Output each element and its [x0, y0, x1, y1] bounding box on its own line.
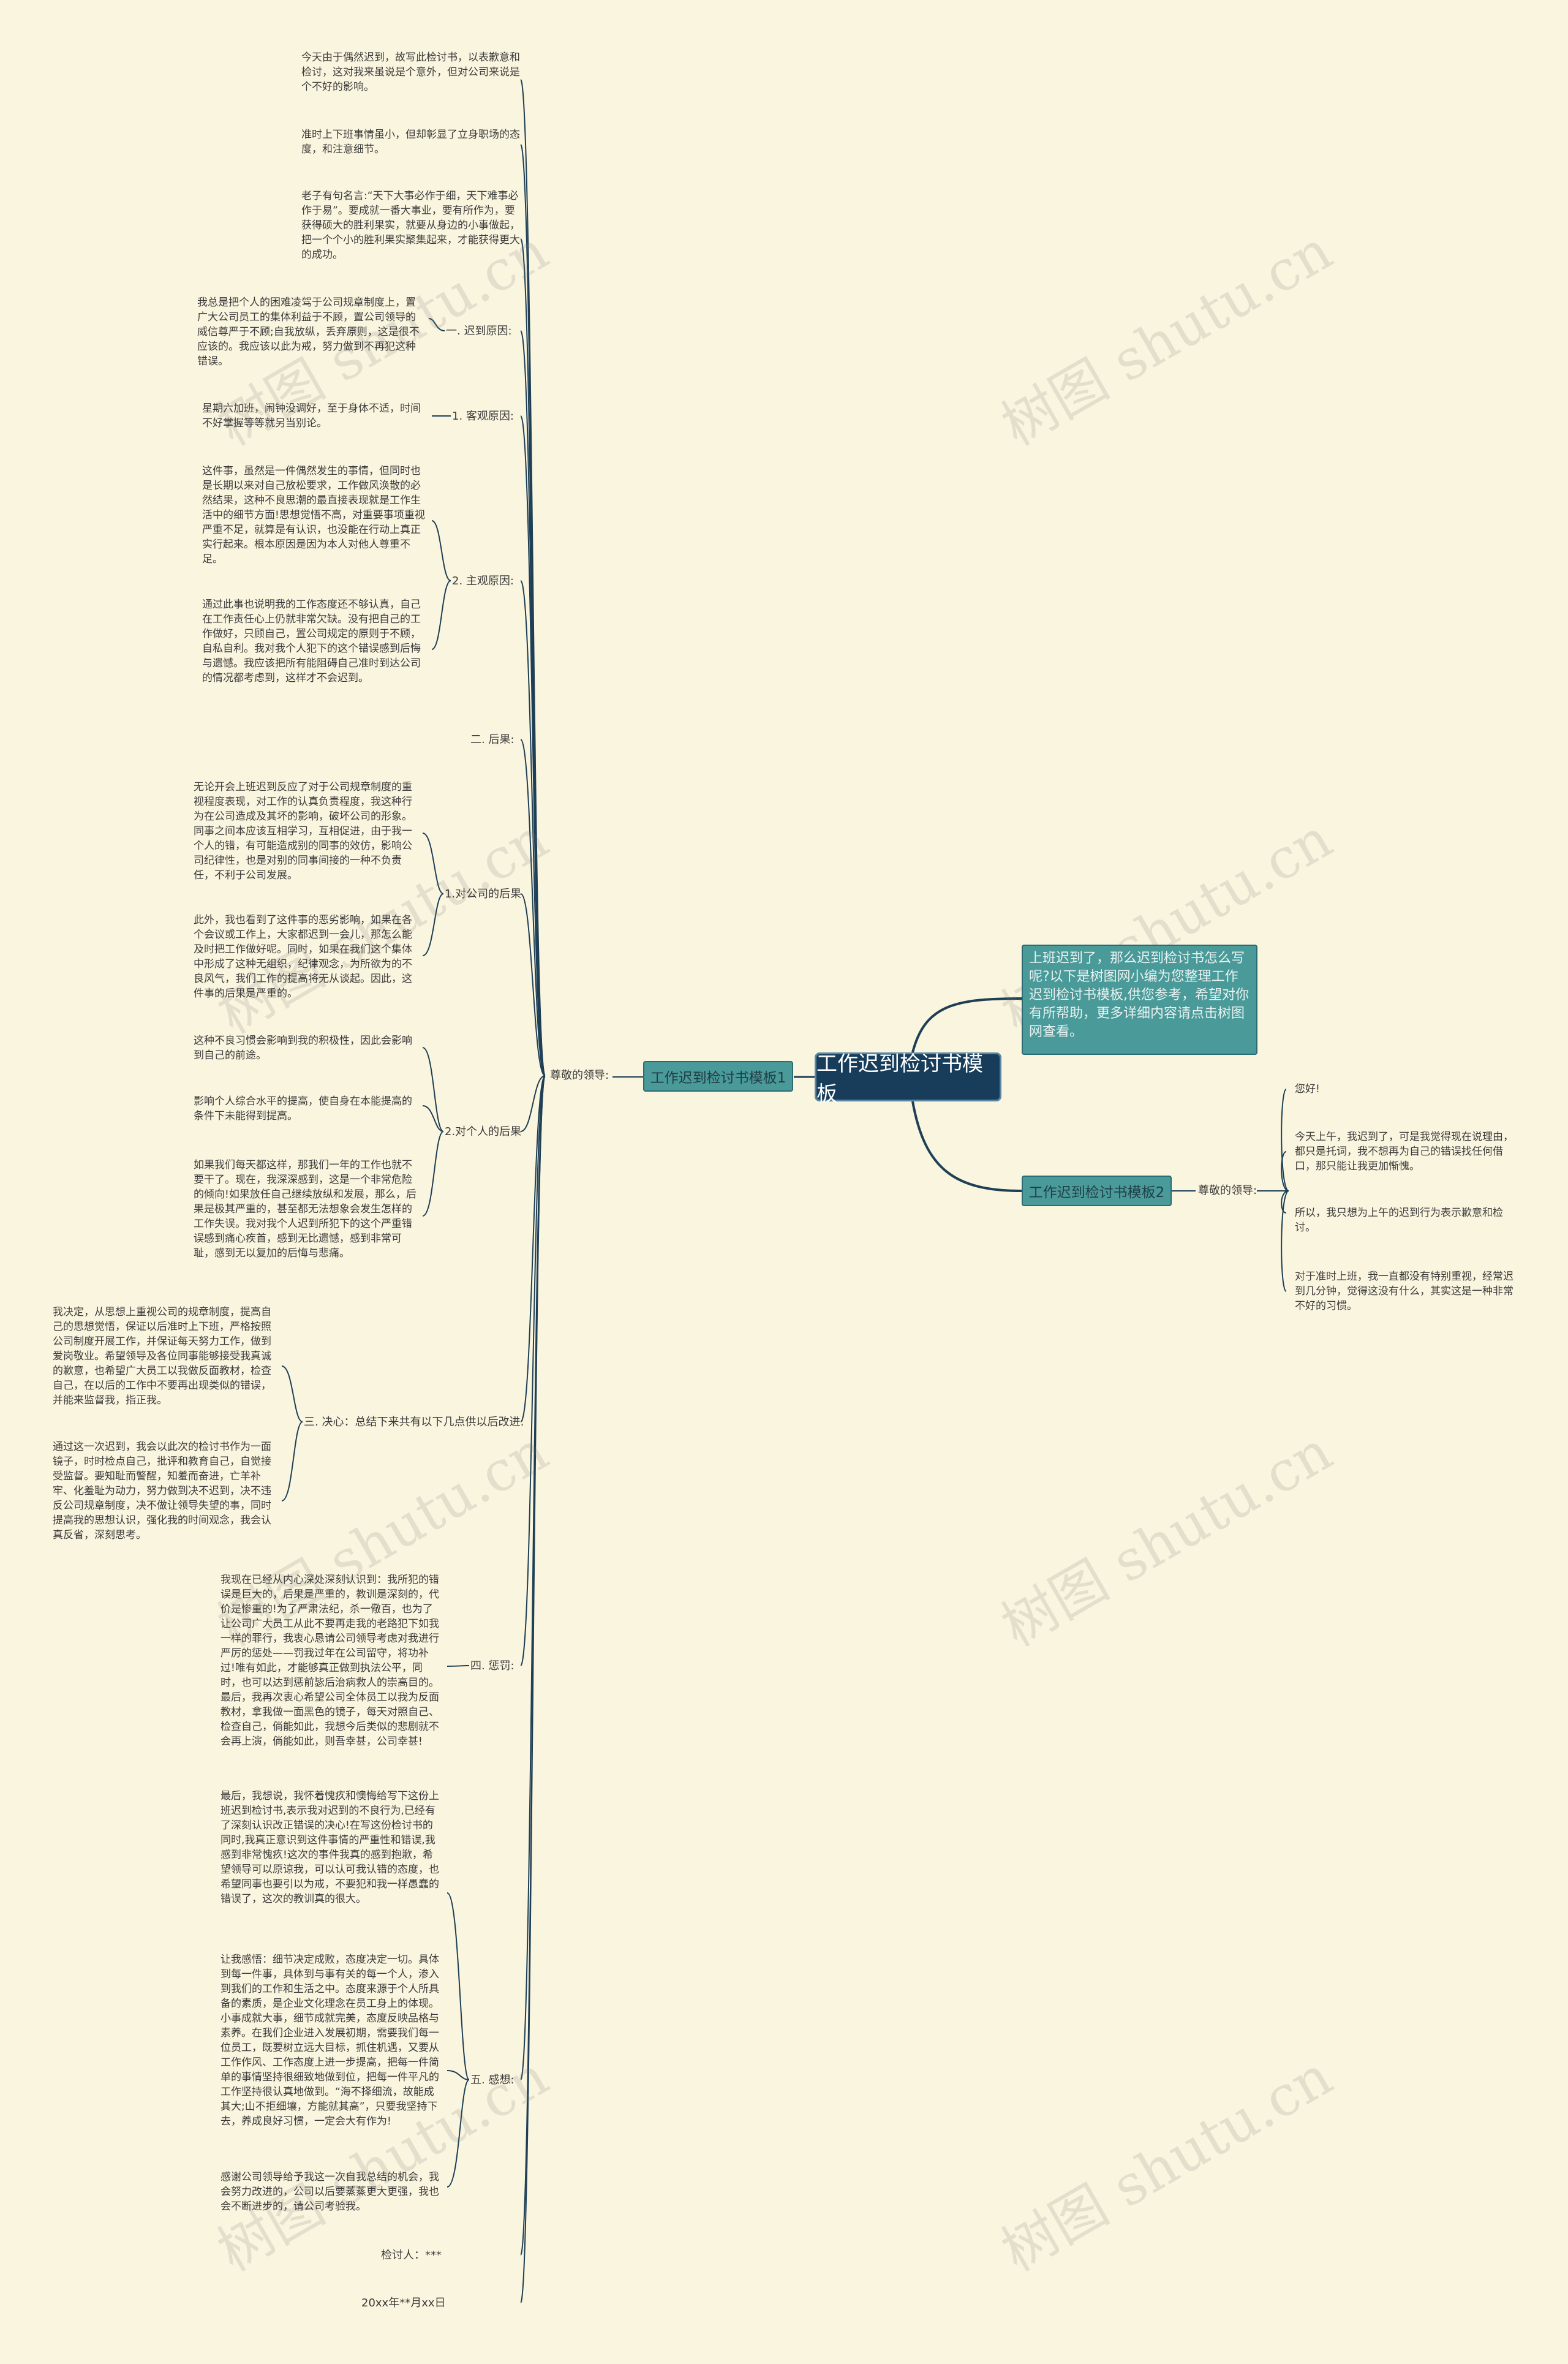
section-label-subjective[interactable]: 2. 主观原因: — [452, 575, 514, 587]
punishment-text: 我现在已经从内心深处深刻认识到：我所犯的错误是巨大的，后果是严重的，教训是深刻的… — [221, 1574, 439, 1748]
reflection-text: 让我感悟：细节决定成败，态度决定一切。具体到每一件事，具体到与事有关的每一个人，… — [221, 1954, 439, 2128]
subjective-text: 通过此事也说明我的工作态度还不够认真，自己在工作责任心上仍就非常欠缺。没有把自己… — [202, 599, 421, 684]
signer-label[interactable]: 检讨人：*** — [381, 2249, 442, 2262]
connector-line — [431, 580, 451, 650]
connector-line — [422, 1105, 444, 1132]
intro-node[interactable]: 上班迟到了，那么迟到检讨书怎么写呢?以下是树图网小编为您整理工作迟到检讨书模板,… — [1022, 945, 1257, 1055]
connector-line — [1281, 1190, 1289, 1214]
cause-text: 我总是把个人的困难凌驾于公司规章制度上，置广大公司员工的集体利益于不顾，置公司领… — [197, 296, 420, 368]
greeting-label-2[interactable]: 尊敬的领导: — [1198, 1184, 1257, 1197]
company-text: 此外，我也看到了这件事的恶劣影响，如果在各个会议或工作上，大家都迟到一会儿，那怎… — [194, 914, 412, 1000]
branch-template-1[interactable]: 工作迟到检讨书模板1 — [643, 1061, 793, 1092]
section-label-objective[interactable]: 1. 客观原因: — [452, 410, 514, 423]
connector-line — [1281, 1151, 1289, 1191]
connector-line — [520, 739, 546, 1076]
connector-line — [520, 893, 546, 1076]
template2-text: 所以，我只想为上午的迟到行为表示歉意和检讨。 — [1295, 1207, 1503, 1234]
section-label-company[interactable]: 1.对公司的后果 — [445, 888, 522, 901]
personal-text: 如果我们每天都这样，那我们一年的工作也就不要干了。现在，我深深感到，这是一个非常… — [194, 1159, 417, 1259]
section-label-cause[interactable]: 一. 迟到原因: — [446, 325, 512, 338]
section-label-punishment[interactable]: 四. 惩罚: — [470, 1660, 514, 1672]
date-label[interactable]: 20xx年**月xx日 — [361, 2297, 446, 2309]
connector-line — [520, 1075, 546, 1132]
section-label-reflection[interactable]: 五. 感想: — [470, 2074, 514, 2086]
intro-paragraph: 今天由于偶然迟到，故写此检讨书，以表歉意和检讨，这对我来虽说是个意外，但对公司来… — [301, 51, 520, 93]
branch-template-2[interactable]: 工作迟到检讨书模板2 — [1022, 1176, 1172, 1206]
connector-line — [520, 1075, 546, 2303]
template2-text: 今天上午，我迟到了，可是我觉得现在说理由，都只是托词，我不想再为自己的错误找任何… — [1295, 1131, 1513, 1173]
resolve-text: 通过这一次迟到，我会以此次的检讨书作为一面镜子，时时检点自己，批评和教育自己，自… — [53, 1441, 271, 1541]
connector-line — [447, 2079, 470, 2188]
connector-line — [428, 318, 445, 331]
connector-line — [447, 1892, 470, 2080]
subjective-text: 这件事，虽然是一件偶然发生的事情，但同时也是长期以来对自己放松要求，工作做风涣散… — [202, 465, 425, 565]
intro-paragraph: 老子有句名言:“天下大事必作于细，天下难事必作于易”。要成就一番大事业，要有所作… — [301, 190, 520, 261]
intro-paragraph: 准时上下班事情虽小，但却彰显了立身职场的态度，和注意细节。 — [301, 129, 520, 156]
root-topic[interactable]: 工作迟到检讨书模板 — [815, 1052, 1001, 1106]
connector-line — [1281, 1089, 1289, 1191]
section-label-resolve[interactable]: 三. 决心：总结下来共有以下几点供以后改进: — [304, 1416, 524, 1429]
connector-line — [911, 1101, 1022, 1192]
connector-line — [422, 893, 444, 956]
personal-text: 这种不良习惯会影响到我的积极性，因此会影响到自己的前途。 — [194, 1035, 412, 1062]
section-label-consequence[interactable]: 二. 后果: — [470, 733, 514, 746]
connector-line — [422, 1047, 444, 1132]
connector-line — [520, 1075, 546, 2080]
connector-line — [911, 997, 1022, 1053]
resolve-text: 我决定，从思想上重视公司的规章制度，提高自己的思想觉悟，保证以后准时上下班，严格… — [53, 1306, 271, 1407]
template2-text: 对于准时上班，我一直都没有特别重视，经常迟到几分钟，觉得这没有什么，其实这是一种… — [1295, 1271, 1513, 1312]
template2-text: 您好! — [1295, 1083, 1320, 1095]
section-label-personal[interactable]: 2.对个人的后果 — [445, 1125, 522, 1138]
connector-line — [1281, 1190, 1289, 1292]
personal-text: 影响个人综合水平的提高，使自身在本能提高的条件下未能得到提高。 — [194, 1095, 412, 1122]
connector-line — [520, 1075, 546, 1666]
connector-line — [520, 580, 546, 1076]
connector-line — [431, 520, 451, 581]
greeting-label[interactable]: 尊敬的领导: — [550, 1069, 609, 1082]
connector-line — [520, 415, 546, 1076]
objective-text: 星期六加班，闹钟没调好，至于身体不适，时间不好掌握等等就另当别论。 — [202, 402, 421, 429]
connector-line — [422, 1131, 444, 1217]
connector-line — [422, 833, 444, 894]
company-text: 无论开会上班迟到反应了对于公司规章制度的重视程度表现，对工作的认真负责程度，我这… — [194, 781, 412, 882]
reflection-text: 感谢公司领导给予我这一次自我总结的机会，我会努力改进的，公司以后要蒸蒸更大更强，… — [221, 2171, 439, 2213]
connector-line — [281, 1365, 303, 1422]
connector-line — [520, 1075, 546, 1422]
connector-line — [281, 1421, 303, 1501]
reflection-text: 最后，我想说，我怀着愧疚和懊悔给写下这份上班迟到检讨书,表示我对迟到的不良行为,… — [221, 1790, 439, 1905]
connector-line — [447, 2070, 470, 2080]
